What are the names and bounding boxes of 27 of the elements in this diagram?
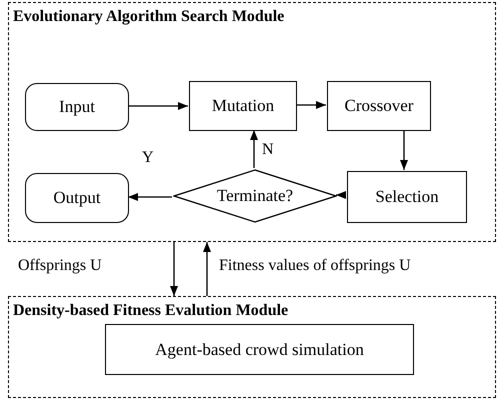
- node-label: Agent-based crowd simulation: [155, 340, 364, 360]
- arrow: [400, 130, 408, 170]
- arrow: [336, 191, 346, 199]
- process-box: [105, 324, 414, 375]
- arrow: [170, 242, 178, 296]
- module-title: Evolutionary Algorithm Search Module: [13, 8, 284, 26]
- arrow: [128, 193, 172, 201]
- node-label: Output: [53, 188, 101, 208]
- node-label: Crossover: [344, 96, 414, 116]
- node-label: Mutation: [212, 96, 274, 116]
- terminal-box: [25, 83, 129, 131]
- node-label: Selection: [375, 187, 439, 207]
- node-label: Terminate?: [216, 186, 294, 206]
- arrow: [128, 102, 188, 110]
- node-label: Input: [59, 97, 95, 117]
- edge-label: Offsprings U: [18, 257, 102, 275]
- terminal-box: [25, 173, 129, 223]
- arrow: [296, 101, 326, 109]
- arrow: [203, 242, 211, 296]
- edge-label: Fitness values of offsprings U: [219, 257, 411, 275]
- process-box: [327, 81, 431, 131]
- process-box: [189, 81, 297, 131]
- process-box: [347, 171, 467, 223]
- arrow: [250, 130, 258, 168]
- module-title: Density-based Fitness Evalution Module: [13, 302, 288, 320]
- decision-diamond: [173, 169, 337, 223]
- module-panel: [8, 296, 496, 398]
